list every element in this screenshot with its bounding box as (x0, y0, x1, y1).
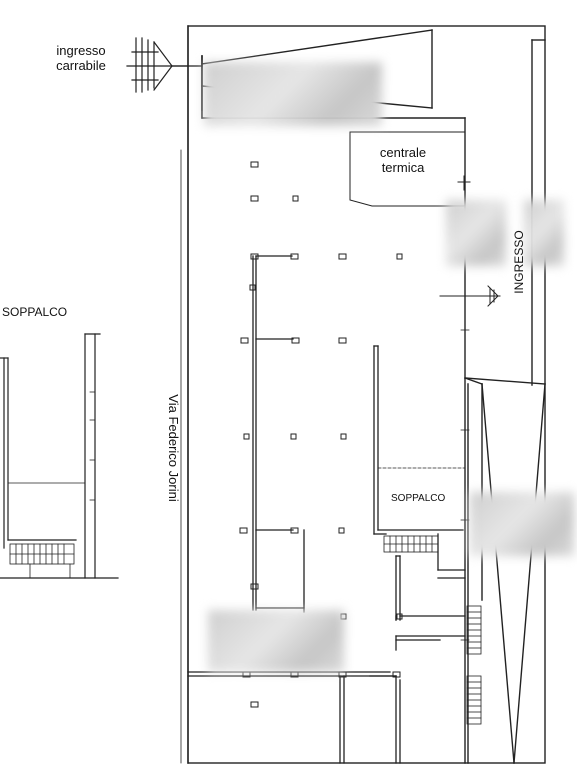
redacted-area-top (204, 62, 382, 126)
vehicle-entrance-label-line1: ingresso (56, 43, 106, 58)
vehicle-entrance-gate (126, 37, 203, 93)
heating-plant-label-line2: termica (381, 160, 425, 175)
redacted-area-bottom (208, 610, 344, 672)
heating-plant-room (349, 131, 471, 207)
redacted-area-entrance (446, 200, 506, 266)
redacted-area-right (470, 492, 574, 556)
main-entrance-label: INGRESSO (512, 230, 526, 294)
vehicle-entrance-label-line2: carrabile (56, 58, 106, 73)
internal-partitions (187, 255, 466, 764)
mezzanine-section-stairs (9, 543, 75, 579)
wall-ticks (460, 329, 470, 641)
entrance-door (439, 285, 501, 307)
inner-mezzanine-stairs (383, 535, 439, 553)
inner-mezzanine (373, 345, 466, 579)
street-name-label: Via Federico Jorini (166, 394, 181, 502)
heating-plant-label: centrale termica (370, 145, 436, 175)
vehicle-entrance-label: ingresso carrabile (50, 43, 112, 73)
inner-mezzanine-label: SOPPALCO (391, 493, 446, 504)
redacted-area-entrance-right (524, 200, 564, 266)
heating-plant-label-line1: centrale (379, 145, 427, 160)
mezzanine-section (0, 333, 119, 579)
right-stairs (466, 605, 482, 725)
mezzanine-section-label: SOPPALCO (2, 305, 68, 319)
ramp-right (464, 377, 546, 764)
